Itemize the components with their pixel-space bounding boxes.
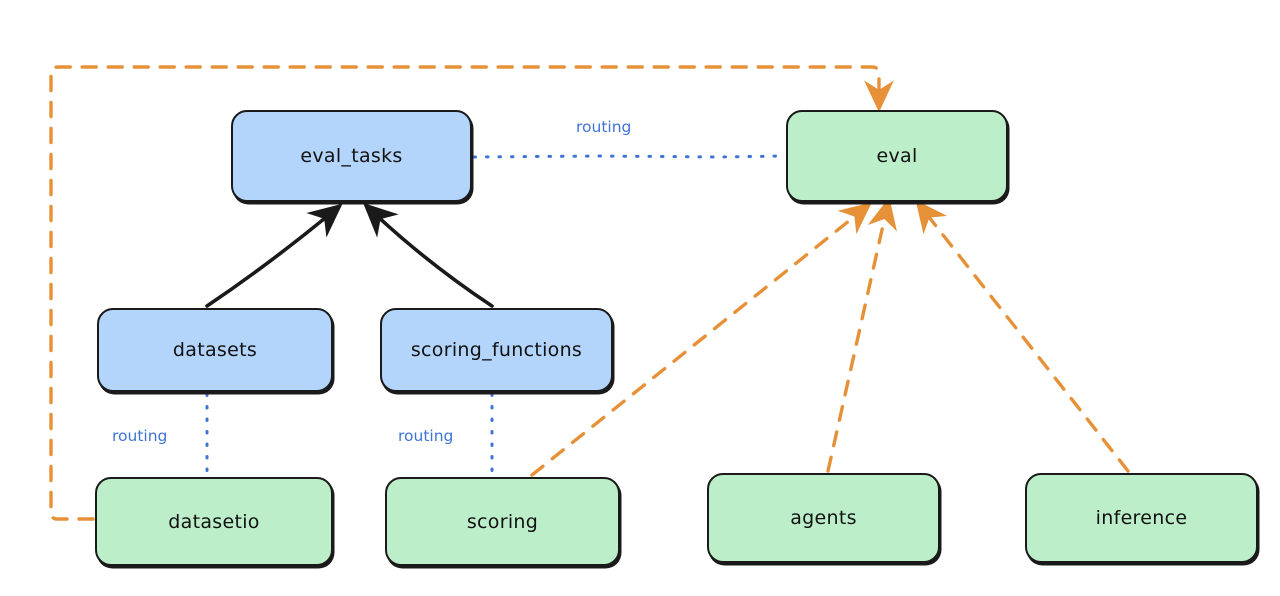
node-eval[interactable]: eval	[786, 110, 1008, 202]
edge-eval-tasks-to-eval	[472, 154, 786, 159]
edge-datasetio-to-eval	[49, 65, 894, 521]
node-datasetio[interactable]: datasetio	[95, 477, 333, 566]
edge-datasets-to-eval-tasks	[205, 203, 343, 308]
node-label-scoring: scoring	[466, 510, 539, 533]
node-label-datasetio: datasetio	[168, 510, 260, 533]
node-scoring[interactable]: scoring	[385, 477, 620, 566]
node-label-datasets: datasets	[172, 339, 258, 361]
node-agents[interactable]: agents	[707, 473, 940, 563]
edge-agents-to-eval	[826, 197, 897, 473]
node-label-eval-tasks: eval_tasks	[300, 145, 403, 167]
node-scoring-functions[interactable]: scoring_functions	[380, 308, 613, 392]
node-label-scoring-functions: scoring_functions	[410, 339, 583, 361]
edge-inference-to-eval	[915, 199, 1130, 473]
edge-scoring-functions-to-eval-tasks	[363, 202, 494, 308]
node-label-inference: inference	[1095, 507, 1188, 529]
node-eval-tasks[interactable]: eval_tasks	[231, 110, 472, 202]
node-inference[interactable]: inference	[1025, 473, 1258, 563]
node-label-eval: eval	[876, 145, 918, 167]
node-label-agents: agents	[790, 507, 857, 529]
node-datasets[interactable]: datasets	[97, 308, 333, 392]
edge-scoring-to-eval	[530, 202, 872, 477]
